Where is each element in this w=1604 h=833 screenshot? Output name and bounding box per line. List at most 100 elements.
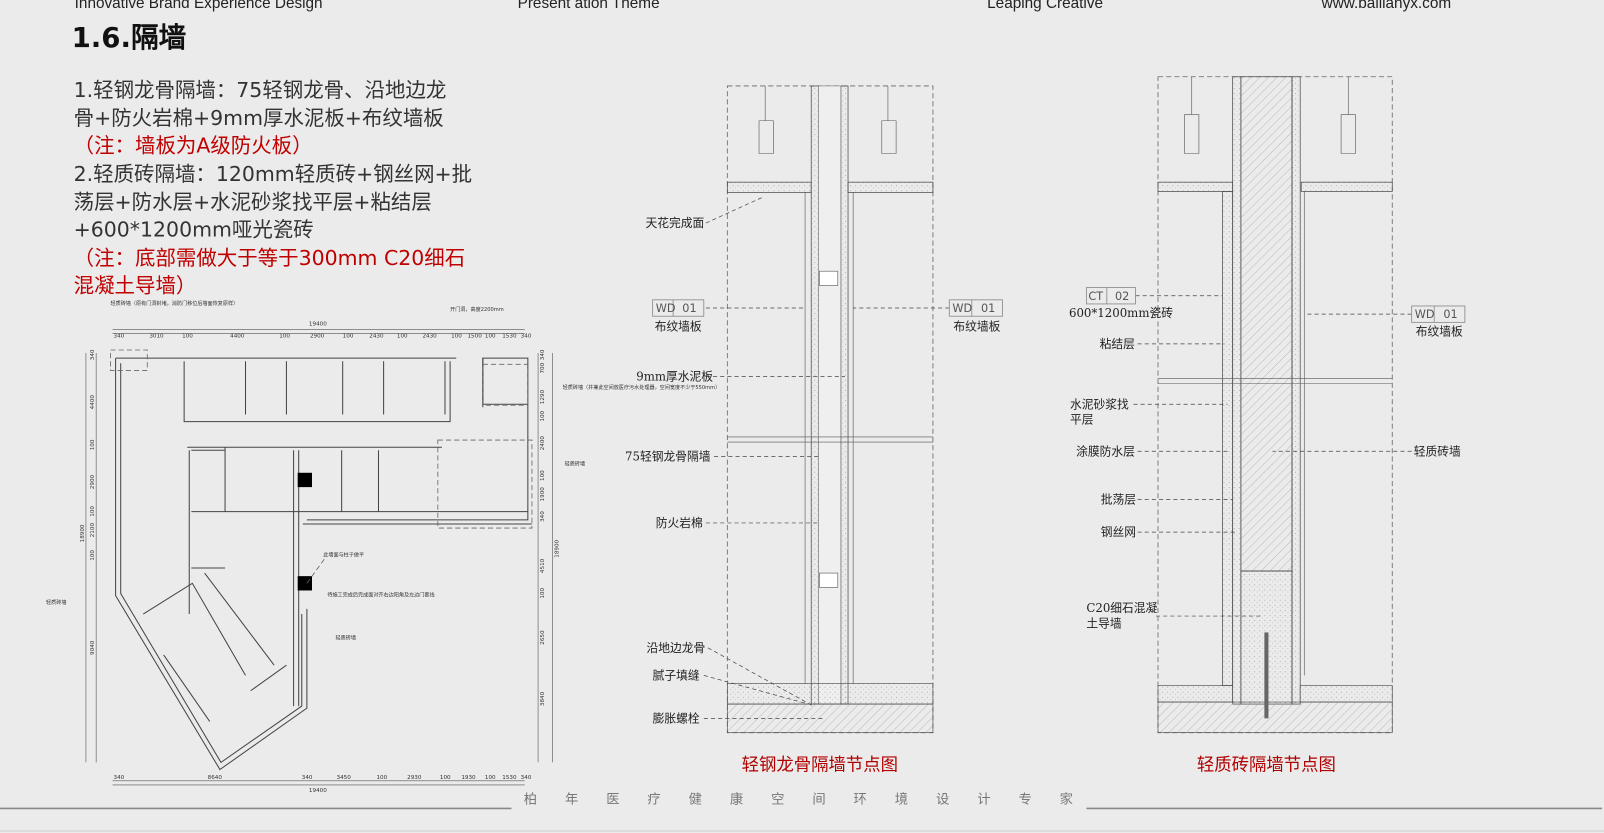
label-plaster: 批荡层 — [1101, 492, 1136, 506]
plan-note-bottom: 轻质砖墙 — [336, 635, 356, 642]
dim-label: 1930 — [461, 775, 476, 781]
dim-total-top: 19400 — [309, 321, 327, 327]
dim-label: 4510 — [540, 558, 546, 573]
footer-slogan-char: 境 — [895, 791, 908, 807]
dim-total-bottom: 19400 — [309, 788, 327, 794]
footer-slogan-char: 家 — [1060, 790, 1073, 807]
plan-note-top-left: 轻质砖墙（原有门洞封堵，消防门移位后墙面恢复原样） — [110, 300, 238, 307]
footer-slogan-char: 间 — [812, 791, 825, 807]
header: Innovative Brand Experience Design Prese… — [75, 0, 1451, 12]
desc-line: 骨+防火岩棉+9mm厚水泥板+布纹墙板 — [74, 106, 444, 130]
desc-line: 2.轻质砖隔墙：120mm轻质砖+钢丝网+批 — [74, 162, 473, 186]
dim-label: 100 — [90, 550, 96, 561]
dim-label: 3010 — [149, 334, 164, 340]
dim-label: 100 — [485, 775, 496, 781]
footer-slogan-char: 计 — [977, 791, 990, 807]
label-adhesive: 粘结层 — [1100, 337, 1135, 351]
dim-label: 8640 — [208, 775, 223, 781]
footer-slogan-char: 专 — [1018, 791, 1031, 807]
dim-label: 1500 — [467, 334, 482, 340]
plan-note-align: 待施工完成后完成面对齐右边阳角及左边门套线 — [327, 592, 434, 599]
label-cement-board: 9mm厚水泥板 — [636, 370, 713, 384]
dim-label: 340 — [540, 511, 546, 522]
dim-label: 18900 — [80, 524, 86, 542]
tag-name: 布纹墙板 — [953, 320, 1000, 334]
plan-note-right-mid: 轻质砖墙 — [565, 461, 585, 468]
label-rockwool: 防火岩棉 — [656, 516, 703, 530]
dim-label: 3840 — [540, 691, 546, 706]
desc-note: （注：墙板为A级防火板） — [74, 133, 313, 157]
dim-label: 2430 — [422, 334, 437, 340]
caption-detail1: 轻钢龙骨隔墙节点图 — [742, 756, 898, 776]
desc-line: 荡层+防水层+水泥砂浆找平层+粘结层 — [74, 190, 432, 214]
dim-label: 340 — [521, 775, 532, 781]
label-putty: 腻子填缝 — [653, 668, 700, 682]
label-mesh: 钢丝网 — [1101, 525, 1136, 539]
label-c20: 土导墙 — [1086, 616, 1121, 630]
dim-label: 340 — [114, 775, 125, 781]
footer-slogan-char: 健 — [689, 791, 702, 807]
dim-label: 2100 — [90, 523, 96, 538]
dim-label: 100 — [376, 775, 387, 781]
label-stud: 75轻钢龙骨隔墙 — [625, 450, 711, 464]
footer-slogan-char: 空 — [771, 791, 784, 807]
header-theme: Present ation Theme — [518, 0, 660, 12]
dim-label: 100 — [451, 334, 462, 340]
label-ceiling: 天花完成面 — [645, 216, 704, 230]
footer: 柏年医疗健康空间环境设计专家 — [0, 790, 1604, 832]
caption-detail2: 轻质砖隔墙节点图 — [1197, 756, 1336, 776]
plan-note-door: 开门洞，高度2200mm — [450, 306, 504, 313]
dim-label: 100 — [540, 588, 546, 599]
floor-plan: 轻质砖墙（原有门洞封堵，消防门移位后墙面恢复原样） 开门洞，高度2200mm 1… — [46, 300, 720, 794]
header-tagline: Innovative Brand Experience Design — [75, 0, 323, 12]
plan-note-column: 此墙面与柱子做平 — [323, 552, 364, 559]
tag-code: WD — [952, 302, 972, 315]
label-c20: C20细石混凝 — [1086, 601, 1157, 615]
tag-num: 02 — [1115, 290, 1129, 303]
dim-label: 100 — [485, 334, 496, 340]
footer-slogan-char: 年 — [565, 791, 578, 807]
tag-code: WD — [1415, 308, 1435, 321]
desc-note: 混凝土导墙） — [74, 274, 197, 298]
dim-label: 100 — [440, 775, 451, 781]
dim-label: 100 — [343, 334, 354, 340]
dim-label: 2930 — [407, 775, 422, 781]
dim-label: 340 — [90, 349, 96, 360]
dim-label: 2400 — [540, 436, 546, 451]
dim-label: 9040 — [90, 640, 96, 655]
footer-slogan-char: 疗 — [647, 791, 660, 807]
dim-label: 2430 — [369, 334, 384, 340]
tag-name: 布纹墙板 — [1416, 325, 1463, 339]
footer-slogan-char: 环 — [854, 792, 867, 807]
header-website[interactable]: www.bailianyx.com — [1321, 0, 1451, 12]
dim-label: 3450 — [337, 775, 352, 781]
detail-lightweight-brick-partition: CT 02 600*1200mm瓷砖 WD 01 布纹墙板 粘结层 水泥砂浆找 … — [1069, 76, 1466, 776]
label-track: 沿地边龙骨 — [647, 641, 706, 655]
tag-name: 布纹墙板 — [655, 320, 702, 334]
footer-slogan-char: 柏 — [524, 791, 537, 807]
dim-label: 1290 — [540, 390, 546, 405]
dim-label: 340 — [114, 334, 125, 340]
dim-label: 340 — [540, 349, 546, 360]
tag-code: WD — [656, 302, 676, 315]
dim-label: 100 — [182, 334, 193, 340]
plan-note-right-top: 轻质砖墙（并兼此空间放医疗污水处理器，空间宽度不少于550mm） — [563, 384, 721, 391]
label-screed: 平层 — [1070, 413, 1094, 427]
dim-label: 4400 — [90, 395, 96, 410]
desc-note: （注：底部需做大于等于300mm C20细石 — [74, 246, 466, 270]
tag-num: 01 — [682, 302, 696, 315]
dim-label: 700 — [540, 362, 546, 373]
dim-label: 2650 — [540, 630, 546, 645]
label-brick: 轻质砖墙 — [1414, 444, 1461, 458]
label-bolt: 膨胀螺栓 — [653, 711, 700, 725]
page-title: 1.6.隔墙 — [72, 21, 187, 54]
footer-slogan-char: 医 — [606, 792, 619, 807]
dim-label: 2900 — [90, 474, 96, 489]
dim-label: 2900 — [310, 334, 325, 340]
dim-label: 340 — [302, 775, 313, 781]
tag-code: CT — [1088, 290, 1103, 303]
desc-line: 1.轻钢龙骨隔墙：75轻钢龙骨、沿地边龙 — [74, 78, 447, 102]
dim-label: 18900 — [555, 539, 561, 557]
dim-label: 1530 — [502, 334, 517, 340]
